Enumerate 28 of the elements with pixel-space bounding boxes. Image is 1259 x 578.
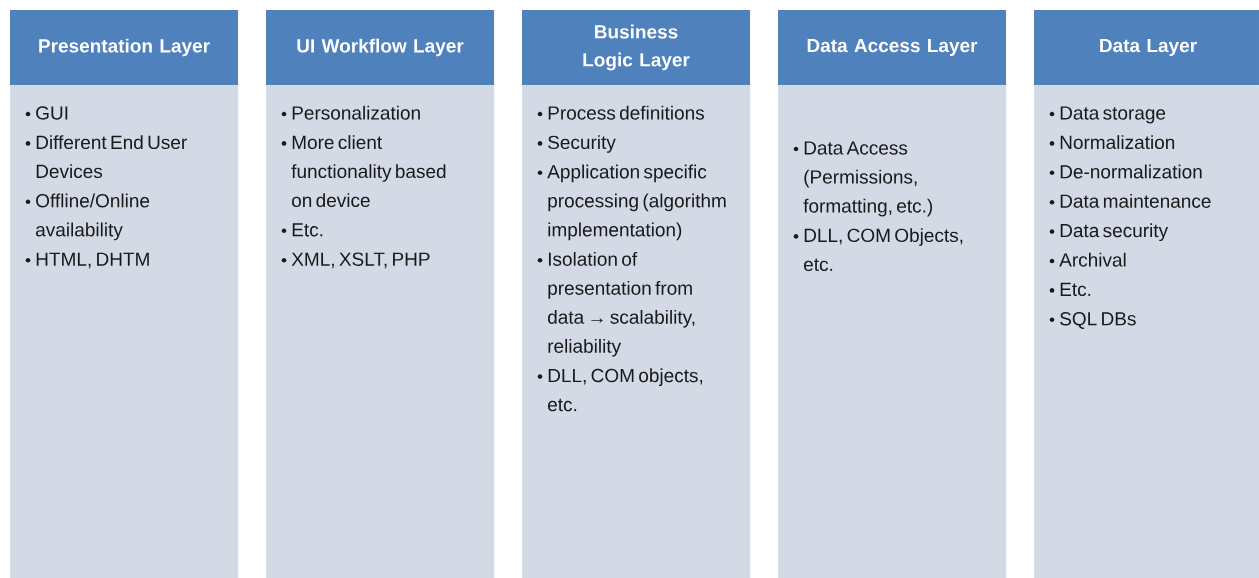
bullet-item: GUI	[25, 106, 68, 120]
bullet-item: Etc.	[1049, 282, 1091, 297]
column-header: UI Workflow Layer	[266, 10, 494, 85]
bullet-item: More client functionality based on device	[281, 135, 446, 208]
bullet-item: Normalization	[1049, 135, 1175, 150]
bullet-item: Etc.	[281, 223, 323, 237]
bullet-item: Data Access (Permissions, formatting, etc.)	[793, 141, 933, 217]
bullet-item: Data maintenance	[1049, 193, 1211, 208]
column-header: Data Access Layer	[778, 10, 1006, 85]
bullet-item: Data security	[1049, 223, 1169, 242]
bullet-item: XML, XSLT, PHP	[281, 252, 430, 269]
bullet-item: Offline/Online availability	[25, 193, 150, 241]
bullet-item: Different End User Devices	[25, 135, 187, 179]
column-header: Presentation Layer	[10, 10, 238, 85]
bullet-item: Application specific processing (algorithm implementation)	[537, 164, 726, 241]
bullet-item: Data storage	[1049, 106, 1166, 124]
bullet-item: Personalization	[281, 105, 420, 120]
bullet-item: Archival	[1049, 252, 1126, 267]
bullet-item: DLL, COM objects, etc.	[537, 368, 703, 412]
column-header: Business Logic Layer	[522, 10, 750, 85]
bullet-item: DLL, COM Objects, etc.	[793, 228, 963, 272]
bullet-item: Security	[537, 135, 616, 153]
bullet-item: HTML, DHTM	[25, 252, 149, 269]
bullet-item: Isolation of presentation from data → scalability, reliability	[537, 251, 695, 357]
bullet-item: De-normalization	[1049, 164, 1202, 179]
column-header: Data Layer	[1034, 10, 1259, 85]
bullet-item: SQL DBs	[1049, 312, 1136, 329]
bullet-item: Process definitions	[537, 105, 704, 120]
